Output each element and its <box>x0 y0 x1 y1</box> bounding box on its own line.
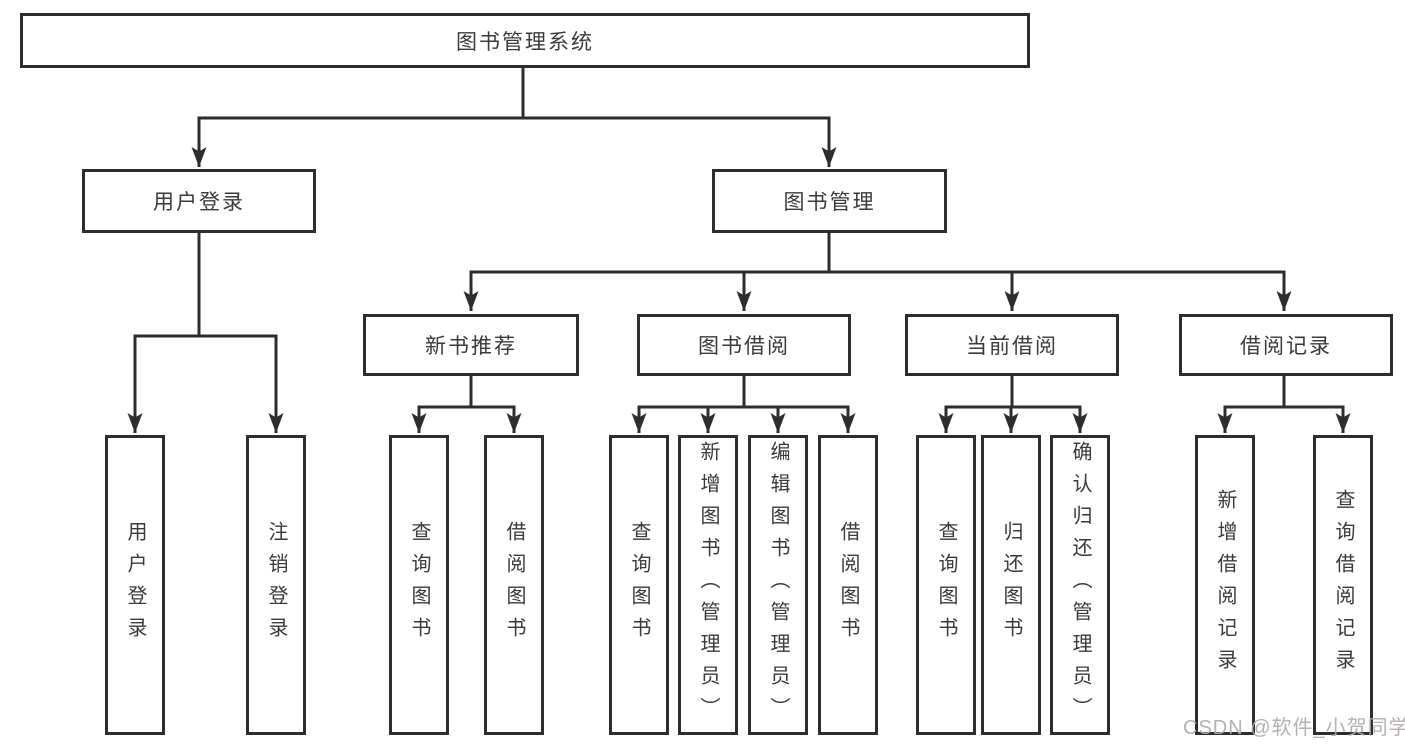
node-label: 借阅图书 <box>837 521 859 649</box>
node-label: 归还图书 <box>1000 521 1022 649</box>
node-label: 注销登录 <box>265 521 287 649</box>
node-leaf-query-book-3: 查询图书 <box>916 435 976 735</box>
node-library-management-system: 图书管理系统 <box>20 13 1030 68</box>
node-label: 查询图书 <box>408 521 430 649</box>
node-label: 用户登录 <box>153 191 245 214</box>
node-label: 图书借阅 <box>698 335 790 358</box>
watermark: CSDN @软件_小贺同学 <box>1183 717 1405 739</box>
node-label: 新增图书（管理员） <box>697 441 719 729</box>
node-label: 新增借阅记录 <box>1214 489 1236 681</box>
node-leaf-edit-book-admin: 编辑图书（管理员） <box>748 435 808 735</box>
node-label: 查询图书 <box>628 521 650 649</box>
node-label: 借阅图书 <box>503 521 525 649</box>
node-leaf-return-book: 归还图书 <box>981 435 1041 735</box>
node-label: 查询借阅记录 <box>1332 489 1354 681</box>
node-book-borrow: 图书借阅 <box>637 314 851 376</box>
node-label: 借阅记录 <box>1240 335 1332 358</box>
node-label: 用户登录 <box>124 521 146 649</box>
node-new-book-recommend: 新书推荐 <box>363 314 579 376</box>
node-leaf-add-borrow-record: 新增借阅记录 <box>1195 435 1255 735</box>
node-leaf-query-book-2: 查询图书 <box>609 435 669 735</box>
node-leaf-add-book-admin: 新增图书（管理员） <box>678 435 738 735</box>
node-book-management: 图书管理 <box>712 169 947 233</box>
node-label: 确认归还（管理员） <box>1069 441 1091 729</box>
node-leaf-borrow-book-1: 借阅图书 <box>484 435 544 735</box>
node-leaf-borrow-book-2: 借阅图书 <box>818 435 878 735</box>
node-leaf-logout: 注销登录 <box>246 435 306 735</box>
node-label: 新书推荐 <box>425 335 517 358</box>
node-label: 查询图书 <box>935 521 957 649</box>
node-user-login: 用户登录 <box>82 169 316 233</box>
node-borrow-record: 借阅记录 <box>1179 314 1393 376</box>
node-leaf-confirm-return-admin: 确认归还（管理员） <box>1050 435 1110 735</box>
node-leaf-user-login: 用户登录 <box>105 435 165 735</box>
node-label: 图书管理系统 <box>456 30 594 54</box>
node-current-borrow: 当前借阅 <box>905 314 1119 376</box>
node-label: 图书管理 <box>783 191 876 214</box>
node-leaf-query-book-1: 查询图书 <box>389 435 449 735</box>
node-label: 编辑图书（管理员） <box>767 441 789 729</box>
node-leaf-query-borrow-record: 查询借阅记录 <box>1313 435 1373 735</box>
node-label: 当前借阅 <box>966 335 1058 358</box>
